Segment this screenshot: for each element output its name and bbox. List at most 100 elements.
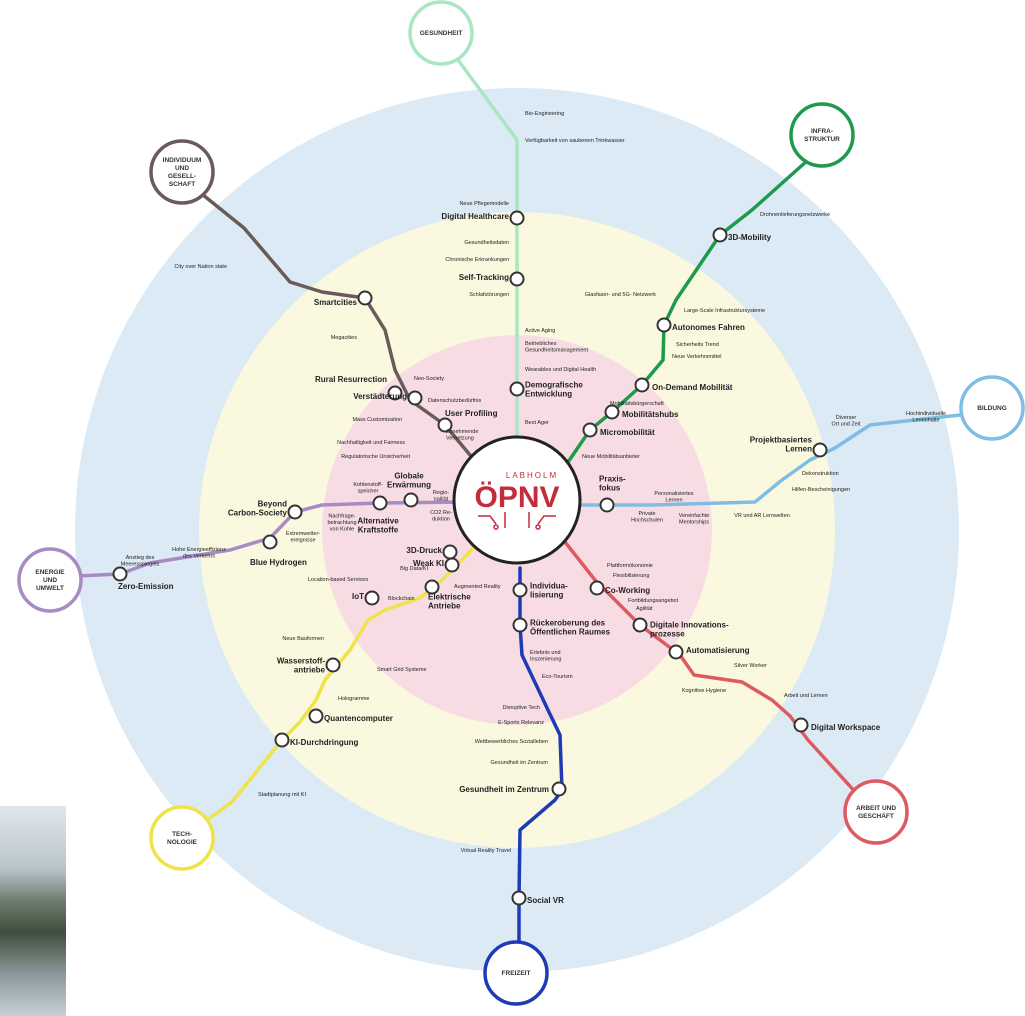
station-health-0[interactable]: Digital Healthcare [441,210,525,226]
stop-infra-6: Neue Mobilitätsanbieter [582,454,640,460]
station-label: Praxis-fokus [599,475,626,493]
station-infra-0[interactable]: 3D-Mobility [712,227,772,243]
station-individual-1[interactable]: Rural Resurrection [315,375,403,401]
station-work-3[interactable]: Digital Workspace [793,717,881,733]
stop-energy-2: CO2 Re-duktion [430,510,452,523]
stop-label: Silver Worker [734,663,767,669]
stop-infra-3: Sicherheits Trend [676,342,719,348]
stop-infra-5: Mobilitätsbürgerschaft [610,401,664,407]
stop-tech-3: Blockchain [388,596,415,602]
station-leisure-2[interactable]: Gesundheit im Zentrum [459,781,567,797]
stop-tech-2: Location-based Services [308,577,368,583]
station-label: Micromobilität [600,428,655,437]
stop-label: Neue Verkehrsmittel [672,354,722,360]
station-label: Verstädterung [353,392,407,401]
stop-work-4: Silver Worker [734,663,767,669]
stop-individual-0: City over Nation state [174,264,227,270]
stop-label: Neue Bauformen [282,636,324,642]
station-label: Wasserstoff-antriebe [277,657,326,675]
station-tech-3[interactable]: IoT [352,590,380,606]
stop-tech-7: Stadtplanung mit KI [258,792,306,798]
station-individual-3[interactable]: User Profiling [437,409,498,433]
station-tech-6[interactable]: KI-Durchdringung [274,732,359,748]
station-label: Digital Workspace [811,723,881,732]
station-label: Digital Healthcare [441,212,509,221]
stop-energy-0: Kohlenstoff-speicher [353,482,382,495]
station-infra-3[interactable]: Mobilitätshubs [604,404,679,420]
stop-leisure-4: Wettbewerbliches Sozialleben [475,739,548,745]
station-energy-3[interactable]: Blue Hydrogen [250,534,307,568]
stop-label: Disruptive Tech [503,705,541,711]
station-infra-4[interactable]: Micromobilität [582,422,656,438]
station-individual-2[interactable]: Verstädterung [353,390,423,406]
stop-health-6: Active Aging [525,328,555,334]
stop-label: Hologramme [338,696,369,702]
station-tech-5[interactable]: Quantencomputer [308,708,393,724]
hub-infra: INFRA-STRUKTUR [789,102,855,168]
station-leisure-0[interactable]: Individua-lisierung [512,582,569,600]
station-leisure-3[interactable]: Social VR [511,890,565,906]
station-label: Weak KI [413,559,444,568]
station-work-0[interactable]: Co-Working [589,580,651,596]
station-tech-1[interactable]: Weak KI [413,557,460,573]
station-label: On-Demand Mobilität [652,383,733,392]
stop-label: City over Nation state [174,264,227,270]
stop-label: Kognitive Hygiene [682,688,726,694]
station-label: User Profiling [445,409,498,418]
stop-label: Sicherheits Trend [676,342,719,348]
station-health-1[interactable]: Self-Tracking [459,271,525,287]
stop-label: Neo-Society [414,376,444,382]
station-education-1[interactable]: Praxis-fokus [599,475,626,513]
station-individual-0[interactable]: Smartcities [314,290,373,308]
stop-label: Smart Grid Systeme [377,667,427,673]
stop-leisure-2: Disruptive Tech [503,705,541,711]
station-label: KI-Durchdringung [290,738,359,747]
hub-tech: TECH-NOLOGIE [149,805,215,871]
stop-health-2: Neue Pflegemodelle [459,201,509,207]
station-label: Smartcities [314,298,358,307]
stop-label: Hilfen-Bescheinigungen [792,487,850,493]
station-work-2[interactable]: Automatisierung [668,644,750,660]
stop-education-4: VR und AR Lernwelten [734,513,790,519]
station-tech-4[interactable]: Wasserstoff-antriebe [277,657,341,675]
stop-label: Large-Scale Infrastruktursysteme [684,308,765,314]
hub-label-leisure: FREIZEIT [502,970,531,977]
stop-infra-2: Large-Scale Infrastruktursysteme [684,308,765,314]
stop-tech-0: Big Data/KI [400,566,428,572]
stop-health-4: Chronische Erkrankungen [445,257,509,263]
stop-label: Agilität [636,606,653,612]
stop-label: Nachhaltigkeit und Fairness [337,440,405,446]
station-infra-2[interactable]: On-Demand Mobilität [634,377,733,393]
stop-education-3: Hilfen-Bescheinigungen [792,487,850,493]
stop-label: Chronische Erkrankungen [445,257,509,263]
station-work-1[interactable]: Digitale Innovations-prozesse [632,617,730,639]
station-label: Individua-lisierung [530,582,568,600]
station-infra-1[interactable]: Autonomes Fahren [656,317,746,333]
stop-work-1: Flexibilisierung [613,573,649,579]
stop-label: Best Ager [525,420,549,426]
stop-health-8: Wearables und Digital Health [525,367,596,373]
stop-label: Verfügbarkeit von sauberem Trinkwasser [525,138,625,144]
center-brand: LABHOLM [506,471,558,480]
stop-individual-6: Nachhaltigkeit und Fairness [337,440,405,446]
hub-health: GESUNDHEIT [408,0,474,66]
station-energy-4[interactable]: Zero-Emission [112,566,174,592]
